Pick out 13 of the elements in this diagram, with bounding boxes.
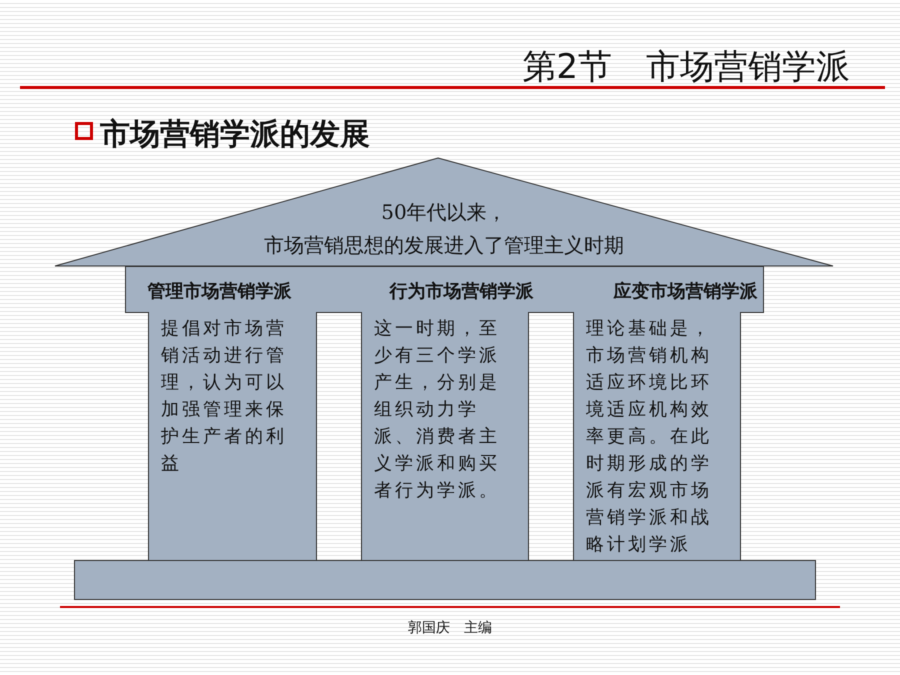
- column-heading: 管理市场营销学派: [146, 280, 292, 303]
- base-slab: [74, 560, 816, 600]
- column-heading: 应变市场营销学派: [612, 280, 758, 303]
- footer-text: 郭国庆 主编: [407, 619, 493, 637]
- pillar-panel: 提倡对市场营销活动进行管理，认为可以加强管理来保护生产者的利益: [148, 312, 317, 561]
- column-heading: 行为市场营销学派: [388, 280, 534, 303]
- pillar-panel: 理论基础是，市场营销机构适应环境比环境适应机构效率更高。在此时期形成的学派有宏观市场营销学派和战略计划学派: [573, 312, 741, 561]
- roof-text: 50年代以来，: [380, 199, 508, 226]
- roof-text: 市场营销思想的发展进入了管理主义时期: [263, 232, 625, 259]
- pillar-panel: 这一时期，至少有三个学派产生，分别是组织动力学派、消费者主义学派和购买者行为学派。: [361, 312, 529, 561]
- section-heading: 市场营销学派的发展: [100, 116, 370, 154]
- beam-bar: [125, 266, 764, 313]
- slide-title: 第2节 市场营销学派: [522, 46, 850, 89]
